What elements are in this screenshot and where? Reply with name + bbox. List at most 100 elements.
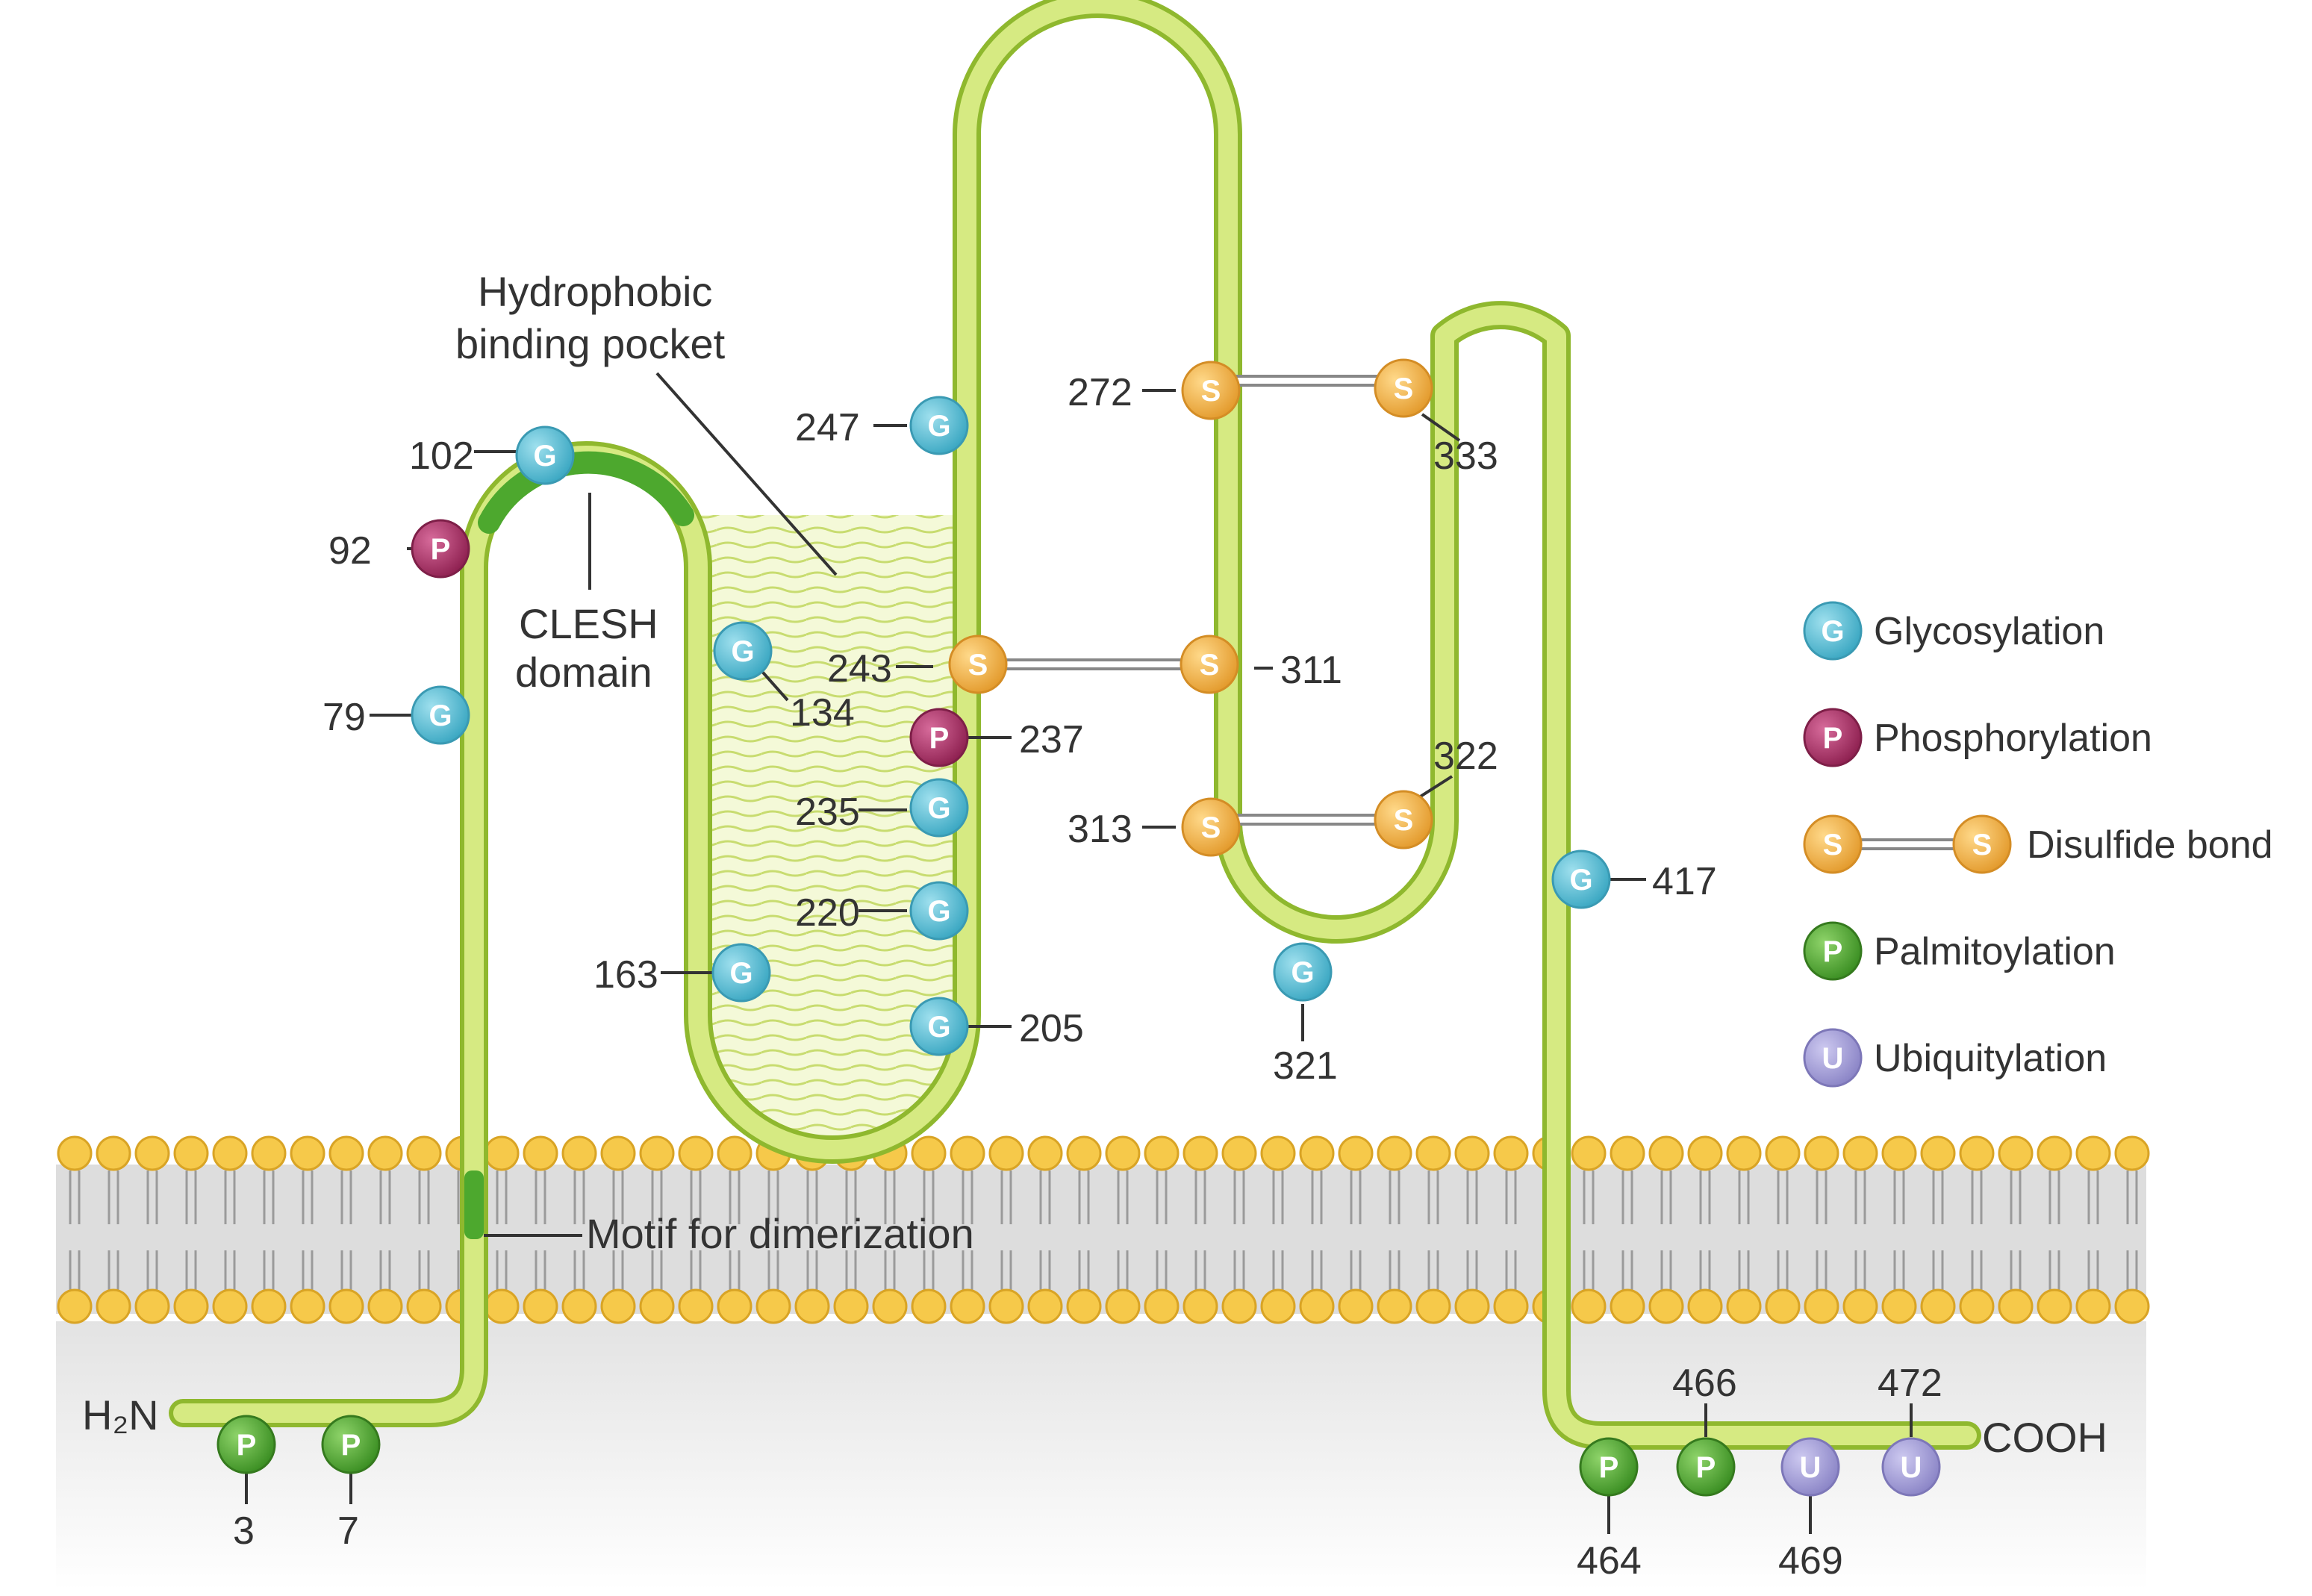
clesh-domain-label-2: domain (515, 649, 652, 696)
residue-label-220: 220 (795, 891, 860, 935)
site-badge-3: P (216, 1415, 276, 1474)
svg-text:P: P (341, 1429, 361, 1462)
hydrophobic-pocket-label-2: binding pocket (455, 320, 726, 367)
residue-label-466: 466 (1672, 1362, 1737, 1405)
site-badge-311: S (1180, 635, 1239, 694)
dimerization-motif-label: Motif for dimerization (586, 1210, 974, 1257)
legend-label-glycosylation: Glycosylation (1874, 610, 2104, 653)
residue-label-472: 472 (1878, 1362, 1942, 1405)
legend-badge-palmitoylation: P (1803, 921, 1863, 981)
cell-membrane (56, 1135, 2150, 1590)
site-badge-220: G (909, 881, 969, 941)
svg-text:G: G (429, 699, 452, 732)
clesh-domain-segment (478, 451, 694, 534)
svg-text:G: G (1569, 864, 1592, 897)
legend-badge-glycosylation: G (1803, 601, 1863, 661)
site-badge-102: G (515, 426, 575, 485)
hydrophobic-pocket-label-1: Hydrophobic (478, 268, 712, 315)
site-badge-163: G (711, 943, 771, 1003)
legend-label-ubiquitylation: Ubiquitylation (1874, 1037, 2107, 1080)
site-badge-243: S (948, 635, 1008, 694)
site-badge-322: S (1374, 790, 1433, 850)
legend-item-phosphorylation: P Phosphorylation (1803, 708, 2152, 767)
svg-text:P: P (929, 722, 950, 755)
svg-text:G: G (927, 792, 950, 825)
svg-text:P: P (1696, 1451, 1716, 1484)
svg-text:G: G (533, 440, 556, 473)
svg-text:U: U (1800, 1451, 1822, 1484)
legend-label-disulfide: Disulfide bond (2027, 823, 2273, 867)
site-badge-235: G (909, 778, 969, 838)
svg-text:P: P (1599, 1451, 1619, 1484)
svg-text:P: P (1823, 722, 1843, 755)
legend-label-palmitoylation: Palmitoylation (1874, 930, 2116, 973)
site-badge-466: P (1676, 1437, 1736, 1497)
svg-text:U: U (1901, 1451, 1922, 1484)
site-badge-205: G (909, 997, 969, 1056)
site-badge-472: U (1881, 1437, 1941, 1497)
svg-text:G: G (1821, 615, 1844, 648)
svg-text:G: G (729, 957, 753, 990)
svg-text:G: G (927, 410, 950, 443)
svg-text:G: G (927, 895, 950, 928)
residue-label-417: 417 (1652, 860, 1717, 903)
site-badge-333: S (1374, 358, 1433, 418)
site-badge-134: G (713, 621, 773, 681)
residue-label-243: 243 (827, 647, 892, 691)
dimerization-motif-segment (464, 1170, 484, 1239)
legend-label-phosphorylation: Phosphorylation (1874, 717, 2152, 760)
residue-label-92: 92 (328, 529, 372, 573)
residue-label-313: 313 (1068, 808, 1132, 851)
residue-label-469: 469 (1778, 1539, 1843, 1583)
legend-badge-phosphorylation: P (1803, 708, 1863, 767)
residue-label-322: 322 (1433, 735, 1498, 778)
site-badge-313: S (1181, 797, 1241, 857)
site-badge-247: G (909, 396, 969, 455)
leader-lines (245, 372, 1913, 1534)
residue-labels: 79 92 102 134 163 205 220 235 237 243 24… (233, 371, 1942, 1583)
svg-text:P: P (237, 1429, 257, 1462)
residue-label-205: 205 (1019, 1007, 1084, 1050)
legend-item-glycosylation: G Glycosylation (1803, 601, 2104, 661)
svg-text:P: P (1823, 935, 1843, 968)
svg-text:S: S (1972, 829, 1992, 861)
legend-badge-disulfide-a: S (1803, 814, 1863, 874)
residue-label-311: 311 (1280, 649, 1342, 692)
residue-label-321: 321 (1273, 1044, 1338, 1088)
svg-text:S: S (1394, 804, 1414, 837)
residue-label-247: 247 (795, 406, 860, 449)
svg-text:G: G (731, 635, 754, 668)
site-badge-79: G (411, 685, 470, 745)
svg-text:S: S (1200, 649, 1220, 682)
residue-label-163: 163 (593, 953, 658, 997)
clesh-domain-label-1: CLESH (519, 600, 658, 647)
svg-text:U: U (1822, 1042, 1844, 1075)
site-badge-237: P (909, 708, 969, 767)
residue-label-79: 79 (323, 696, 366, 739)
residue-label-7: 7 (337, 1509, 359, 1553)
svg-text:S: S (1201, 811, 1221, 844)
residue-label-3: 3 (233, 1509, 255, 1553)
residue-label-102: 102 (409, 434, 474, 478)
svg-text:S: S (968, 649, 988, 682)
protein-chain (169, 0, 1981, 1450)
site-badge-469: U (1780, 1437, 1840, 1497)
svg-text:S: S (1201, 375, 1221, 408)
residue-label-237: 237 (1019, 718, 1084, 761)
membrane-core (56, 1165, 2146, 1314)
site-badge-7: P (321, 1415, 381, 1474)
residue-label-464: 464 (1577, 1539, 1642, 1583)
residue-label-333: 333 (1433, 434, 1498, 478)
modification-sites: G P G G G G G G P S G S S S G S S G P P P P U U (216, 358, 1941, 1497)
site-badge-321: G (1273, 942, 1333, 1002)
svg-text:S: S (1394, 372, 1414, 405)
svg-text:G: G (1291, 956, 1314, 989)
residue-label-134: 134 (790, 691, 855, 735)
legend-badge-ubiquitylation: U (1803, 1028, 1863, 1088)
site-badge-417: G (1551, 850, 1611, 909)
legend-item-palmitoylation: P Palmitoylation (1803, 921, 2116, 981)
n-terminus-label: H₂N (82, 1391, 159, 1438)
residue-label-235: 235 (795, 791, 860, 834)
